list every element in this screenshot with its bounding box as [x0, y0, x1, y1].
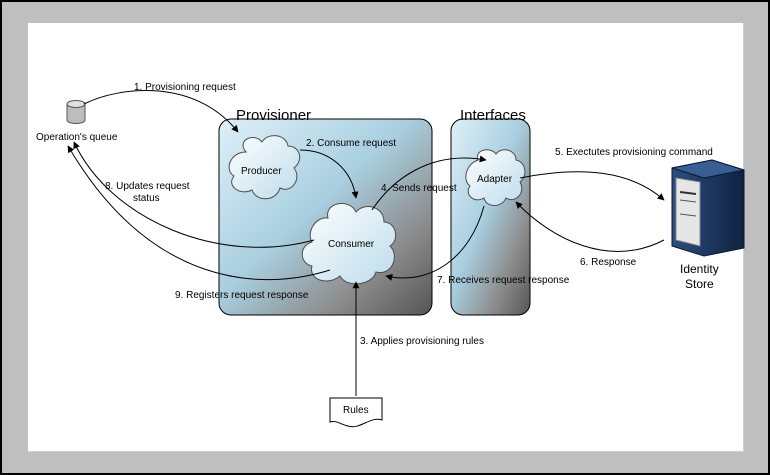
edge-6-label: 6. Response: [580, 257, 637, 268]
edge-4-arrow: [371, 155, 487, 211]
database-icon: [66, 100, 86, 124]
edge-5-label: 5. Exectutes provisioning command: [555, 147, 713, 158]
edge-4-label: 4. Sends request: [381, 183, 457, 194]
edge-3-label: 3. Applies provisioning rules: [360, 336, 484, 347]
edge-7-label: 7. Receives request response: [437, 275, 570, 286]
producer-cloud-icon: [228, 135, 301, 200]
identity-store-label-line1: Identity: [680, 262, 719, 276]
edge-9-label: 9. Registers request response: [175, 290, 309, 301]
adapter-cloud-icon: [465, 149, 526, 206]
edge-1-arrow: [83, 89, 239, 133]
edge-5-arrow: [519, 171, 665, 201]
edge-8-label-line2: status: [133, 193, 160, 204]
provisioner-title: Provisioner: [236, 107, 311, 124]
adapter-label: Adapter: [477, 174, 513, 185]
interfaces-title: Interfaces: [460, 107, 526, 124]
edge-8-arrow: [73, 141, 315, 248]
server-icon: [671, 159, 745, 257]
queue-label: Operation's queue: [36, 132, 118, 143]
edge-8-label-line1: 8. Updates request: [105, 181, 190, 192]
edge-1-label: 1. Provisioning request: [134, 82, 236, 93]
identity-store-label-line2: Store: [685, 277, 714, 291]
consumer-cloud-icon: [301, 203, 397, 285]
rules-label: Rules: [343, 405, 369, 416]
edge-9-arrow: [67, 145, 331, 281]
producer-label: Producer: [241, 166, 282, 177]
consumer-label: Consumer: [328, 239, 375, 250]
edge-2-label: 2. Consume request: [306, 138, 396, 149]
edge-6-arrow: [515, 201, 665, 252]
document-icon: [329, 397, 383, 428]
edge-7-arrow: [385, 205, 485, 281]
edge-2-arrow: [299, 149, 359, 199]
